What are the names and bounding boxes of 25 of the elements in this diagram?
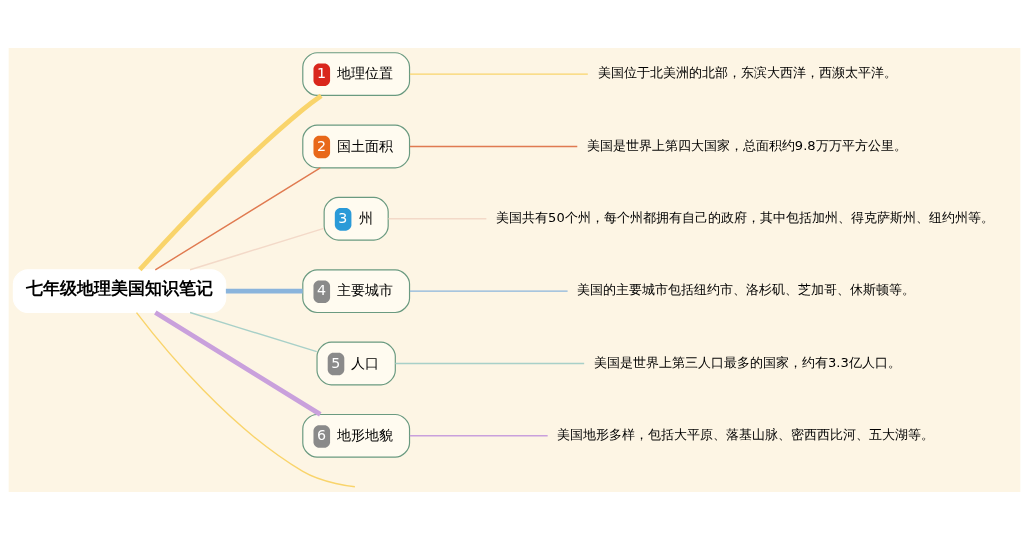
connector bbox=[409, 145, 578, 148]
node-text: 美国共有50个州，每个州都拥有自己的政府，其中包括加州、得克萨斯州、纽约州等。 bbox=[496, 210, 994, 226]
node-box: 3 州 bbox=[323, 196, 389, 241]
connector bbox=[135, 311, 356, 488]
node-text: 美国地形多样，包括大平原、落基山脉、密西西比河、五大湖等。 bbox=[557, 427, 935, 443]
connector bbox=[154, 310, 322, 417]
connector bbox=[409, 435, 549, 437]
node-box: 5 人口 bbox=[316, 341, 396, 386]
connector bbox=[409, 290, 569, 292]
connector bbox=[189, 311, 318, 353]
node-text: 美国是世界上第三人口最多的国家，约有3.3亿人口。 bbox=[593, 354, 901, 370]
connector bbox=[394, 362, 585, 365]
connector bbox=[154, 167, 321, 271]
connector bbox=[138, 93, 323, 272]
node-box: 4 主要城市 bbox=[302, 269, 411, 314]
node-box: 七年级地理美国知识笔记 bbox=[12, 269, 227, 314]
connector bbox=[225, 288, 303, 294]
node-text: 美国是世界上第四大国家，总面积约9.8万万平方公里。 bbox=[586, 137, 907, 153]
connector bbox=[409, 73, 589, 75]
node-box: 6 地形地貌 bbox=[302, 413, 411, 458]
node-box: 2 国土面积 bbox=[302, 124, 411, 169]
node-text: 美国位于北美洲的北部，东滨大西洋，西濒太平洋。 bbox=[597, 65, 897, 81]
node-box: 1 地理位置 bbox=[302, 52, 411, 97]
connector bbox=[189, 227, 325, 271]
node-text: 美国的主要城市包括纽约市、洛杉矶、芝加哥、休斯顿等。 bbox=[577, 282, 916, 298]
